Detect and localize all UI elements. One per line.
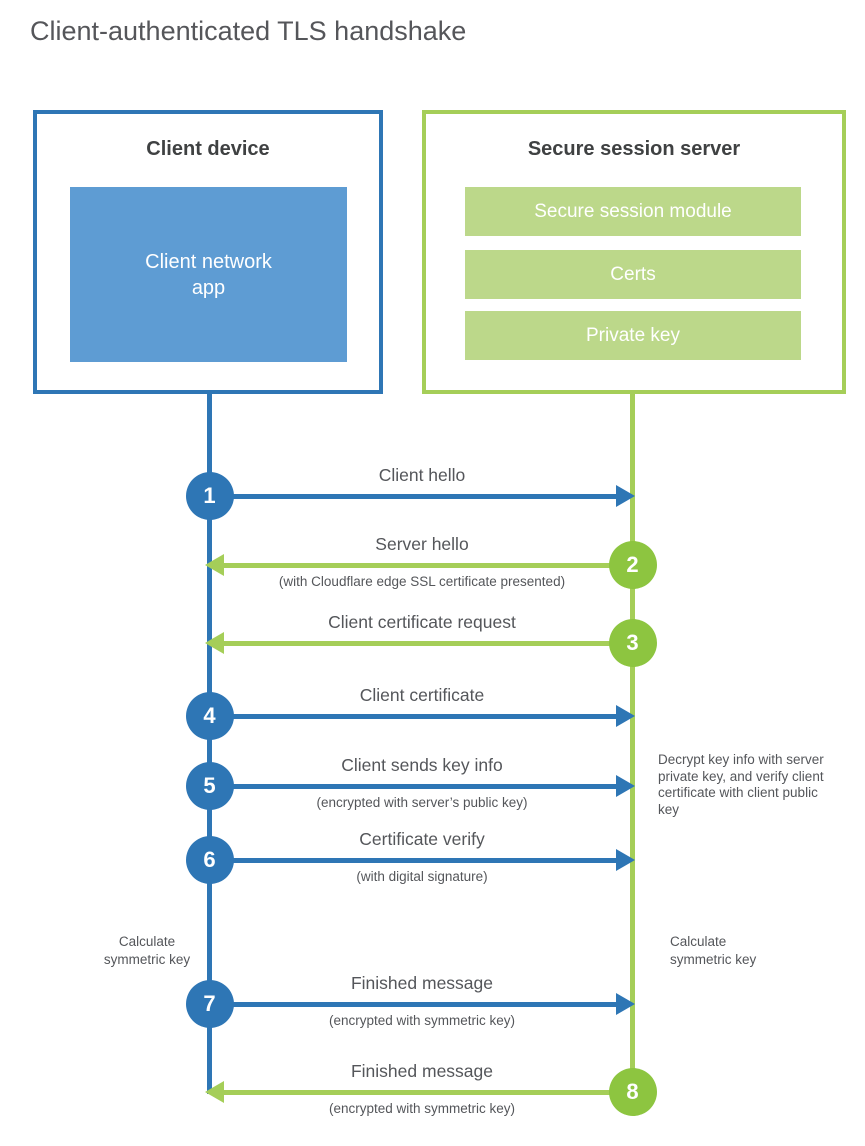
calculate-symmetric-key-right: Calculate symmetric key [670, 934, 757, 967]
step-4-label: Client certificate [359, 685, 485, 705]
step-3-arrow-line [222, 641, 633, 646]
step-2-sublabel: (with Cloudflare edge SSL certificate pr… [278, 574, 566, 589]
step-7-arrow-head-right-icon [616, 993, 635, 1015]
step-5-arrow-head-right-icon [616, 775, 635, 797]
server-certs-bar: Certs [465, 250, 801, 299]
step-1-arrow-line [212, 494, 616, 499]
secure-session-server-title: Secure session server [527, 138, 741, 160]
calculate-symmetric-key-left: Calculate symmetric key [103, 934, 191, 967]
decrypt-note: Decrypt key info with server private key… [658, 752, 824, 817]
step-6-label: Certificate verify [359, 829, 485, 849]
step-7-arrow-line [212, 1002, 616, 1007]
server-private-key-bar: Private key [465, 311, 801, 360]
step-8-circle: 8 [608, 1068, 657, 1116]
client-network-app-label: Client network app [145, 250, 272, 299]
step-5-circle: 5 [185, 762, 234, 810]
step-7-circle: 7 [185, 980, 234, 1028]
step-4-arrow-line [212, 714, 616, 719]
step-3-circle: 3 [608, 619, 657, 667]
step-5-sublabel: (encrypted with server’s public key) [316, 795, 528, 810]
step-8-sublabel: (encrypted with symmetric key) [328, 1101, 516, 1116]
server-lifeline [630, 394, 635, 1094]
step-5-arrow-line [212, 784, 616, 789]
step-4-arrow-head-right-icon [616, 705, 635, 727]
step-6-arrow-line [212, 858, 616, 863]
client-network-app-box: Client network app [70, 187, 347, 362]
step-1-arrow-head-right-icon [616, 485, 635, 507]
step-1-label: Client hello [378, 465, 466, 485]
step-6-arrow-head-right-icon [616, 849, 635, 871]
page-title: Client-authenticated TLS handshake [30, 16, 467, 46]
step-6-circle: 6 [185, 836, 234, 884]
server-module-bar: Secure session module [465, 187, 801, 236]
step-7-sublabel: (encrypted with symmetric key) [328, 1013, 516, 1028]
step-2-label: Server hello [375, 534, 469, 554]
step-1-circle: 1 [185, 472, 234, 520]
step-6-sublabel: (with digital signature) [356, 869, 488, 884]
step-8-label: Finished message [350, 1061, 494, 1081]
step-5-label: Client sends key info [341, 755, 503, 775]
client-lifeline [207, 394, 212, 1094]
step-7-label: Finished message [350, 973, 494, 993]
client-device-title: Client device [146, 138, 270, 160]
client-device-box: Client device Client network app [33, 110, 383, 394]
step-2-arrow-head-left-icon [205, 554, 224, 576]
step-2-circle: 2 [608, 541, 657, 589]
secure-session-server-box: Secure session server Secure session mod… [422, 110, 846, 394]
step-2-arrow-line [222, 563, 633, 568]
step-8-arrow-line [222, 1090, 633, 1095]
step-3-arrow-head-left-icon [205, 632, 224, 654]
step-8-arrow-head-left-icon [205, 1081, 224, 1103]
step-3-label: Client certificate request [328, 612, 516, 632]
step-4-circle: 4 [185, 692, 234, 740]
